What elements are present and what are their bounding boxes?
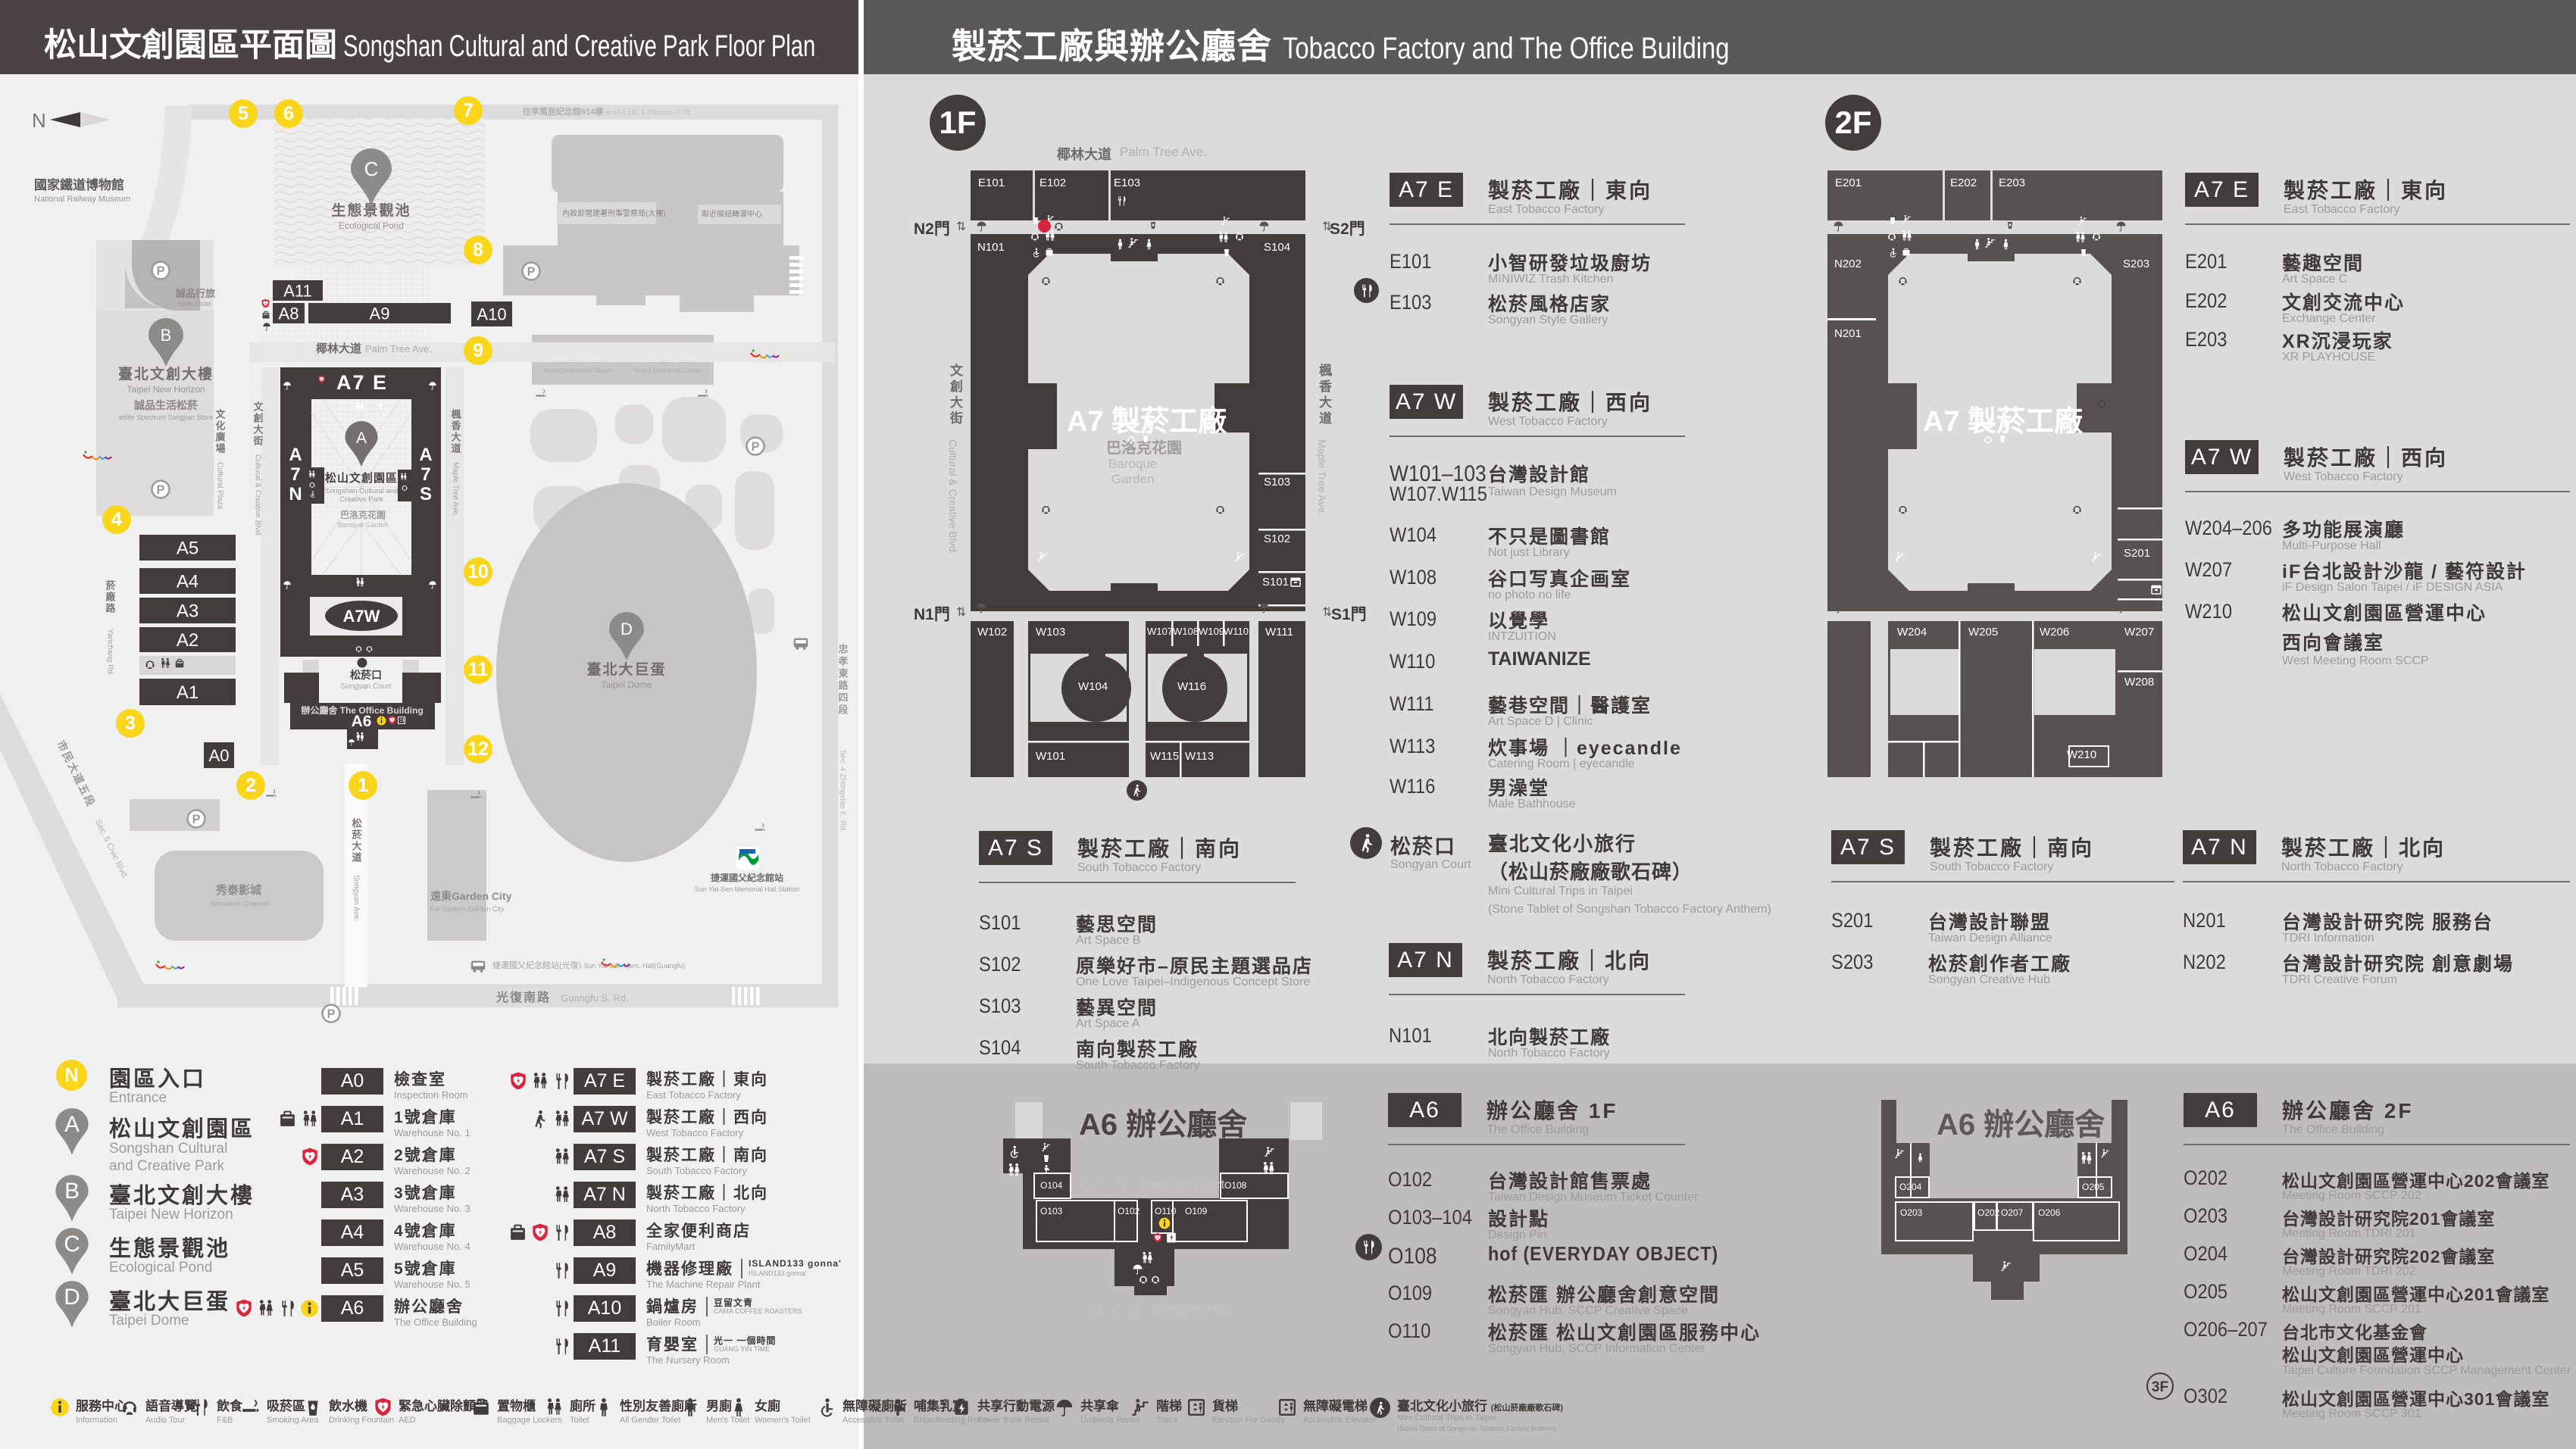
svg-text:Yanchang Rd.: Yanchang Rd.	[106, 629, 114, 676]
svg-text:D: D	[64, 1285, 80, 1310]
svg-text:A10: A10	[477, 304, 506, 323]
svg-text:Songyan Ave.: Songyan Ave.	[352, 875, 361, 922]
svg-text:巴洛克花園: 巴洛克花園	[340, 509, 386, 520]
svg-text:生態景觀池: 生態景觀池	[331, 201, 411, 219]
svg-text:Sun Yat-Sen Memorial Hall Stat: Sun Yat-Sen Memorial Hall Station	[695, 885, 799, 893]
svg-text:捷運國父紀念館站: 捷運國父紀念館站	[711, 872, 783, 883]
svg-text:eslite Hotel: eslite Hotel	[177, 300, 211, 308]
svg-text:Ecological Pond: Ecological Pond	[339, 220, 404, 231]
svg-text:A: A	[64, 1112, 80, 1137]
svg-text:7: 7	[290, 464, 300, 485]
svg-text:Creative Park: Creative Park	[339, 495, 383, 504]
svg-text:楓香大道: 楓香大道	[450, 408, 462, 454]
svg-text:Maple Tree Ave.: Maple Tree Ave.	[452, 462, 460, 517]
svg-text:Sec. 5 Civic Blvd.: Sec. 5 Civic Blvd.	[93, 818, 130, 880]
svg-text:A8: A8	[279, 304, 299, 323]
svg-text:Sec. 4 Zhongxiao E. Rd.: Sec. 4 Zhongxiao E. Rd.	[839, 750, 847, 832]
svg-text:to 614 Bld. & Zhongpo P. St.: to 614 Bld. & Zhongpo P. St.	[606, 108, 692, 116]
svg-text:秀泰影城: 秀泰影城	[215, 883, 261, 897]
svg-text:市民大道五段: 市民大道五段	[55, 739, 97, 809]
svg-text:松菸口: 松菸口	[350, 669, 382, 681]
svg-text:Songshan Cultural and: Songshan Cultural and	[325, 487, 399, 495]
svg-text:S: S	[420, 484, 432, 504]
svg-text:臺北大巨蛋: 臺北大巨蛋	[586, 660, 666, 678]
svg-text:N: N	[289, 484, 302, 504]
svg-text:7: 7	[420, 464, 430, 485]
svg-text:椰林大道: 椰林大道	[316, 342, 361, 355]
svg-text:臺北文創大樓: 臺北文創大樓	[118, 365, 214, 383]
svg-text:Taipei Dome: Taipei Dome	[602, 679, 652, 690]
svg-text:內政部營建署刑事警察局(大樓): 內政部營建署刑事警察局(大樓)	[562, 208, 666, 218]
svg-text:A0: A0	[209, 746, 230, 765]
svg-text:Cultural & Creative Blvd.: Cultural & Creative Blvd.	[254, 454, 262, 537]
svg-text:A: A	[356, 429, 367, 447]
svg-text:國家鐵道博物館: 國家鐵道博物館	[34, 177, 124, 192]
svg-text:誠品行旅: 誠品行旅	[176, 288, 215, 299]
svg-text:D: D	[621, 620, 633, 639]
svg-text:Palm Tree Ave.: Palm Tree Ave.	[365, 343, 432, 354]
svg-text:A3: A3	[177, 601, 199, 622]
svg-text:N: N	[32, 109, 46, 132]
svg-text:辦公廳舍 The Office Building: 辦公廳舍 The Office Building	[301, 704, 423, 716]
svg-text:Songyan Court: Songyan Court	[341, 682, 392, 691]
svg-text:光復南路: 光復南路	[496, 990, 551, 1004]
svg-text:Cultural Plaza: Cultural Plaza	[216, 462, 224, 510]
svg-text:C: C	[64, 1232, 80, 1257]
svg-text:文創大街: 文創大街	[252, 401, 264, 447]
svg-text:菸廠路: 菸廠路	[105, 579, 116, 614]
svg-text:A: A	[419, 445, 432, 465]
svg-text:遠東Garden City: 遠東Garden City	[430, 890, 512, 902]
svg-text:Taipei New Horizon: Taipei New Horizon	[127, 384, 205, 395]
svg-text:InterContinental Taipei: InterContinental Taipei	[544, 367, 611, 374]
svg-text:B: B	[161, 326, 172, 345]
svg-text:Showtime Cinemas: Showtime Cinemas	[211, 900, 270, 907]
svg-text:A: A	[289, 445, 302, 465]
svg-text:Far Eastern Garden City: Far Eastern Garden City	[430, 905, 505, 913]
svg-text:誠品生活松菸: 誠品生活松菸	[134, 399, 199, 411]
svg-text:Baroque Garden: Baroque Garden	[338, 521, 389, 529]
svg-text:National Railway Museum: National Railway Museum	[34, 195, 130, 204]
svg-text:eslite Spectrum Songyan Store: eslite Spectrum Songyan Store	[119, 414, 213, 421]
svg-text:Taipei Dome Int Center: Taipei Dome Int Center	[633, 367, 703, 374]
svg-text:忠孝東路四段: 忠孝東路四段	[837, 643, 849, 717]
svg-text:A11: A11	[283, 281, 312, 300]
svg-text:A9: A9	[370, 304, 390, 323]
svg-text:往李萬居紀念館614樓: 往李萬居紀念館614樓	[523, 106, 603, 117]
svg-text:鄰近樞紐轉運中心: 鄰近樞紐轉運中心	[702, 209, 762, 219]
svg-text:A6: A6	[352, 713, 372, 730]
svg-text:松菸大道: 松菸大道	[351, 817, 362, 863]
svg-text:文化廣場: 文化廣場	[214, 408, 226, 454]
svg-text:Guangfu S. Rd.: Guangfu S. Rd.	[561, 992, 629, 1004]
svg-text:A2: A2	[177, 630, 199, 651]
svg-text:A4: A4	[177, 572, 199, 592]
svg-text:B: B	[64, 1179, 80, 1204]
svg-text:松山文創園區: 松山文創園區	[325, 471, 398, 485]
svg-text:A1: A1	[177, 682, 199, 703]
svg-text:A7 E: A7 E	[336, 371, 388, 394]
svg-text:C: C	[364, 158, 379, 180]
svg-text:A7W: A7W	[343, 607, 380, 626]
svg-text:A5: A5	[177, 539, 199, 559]
